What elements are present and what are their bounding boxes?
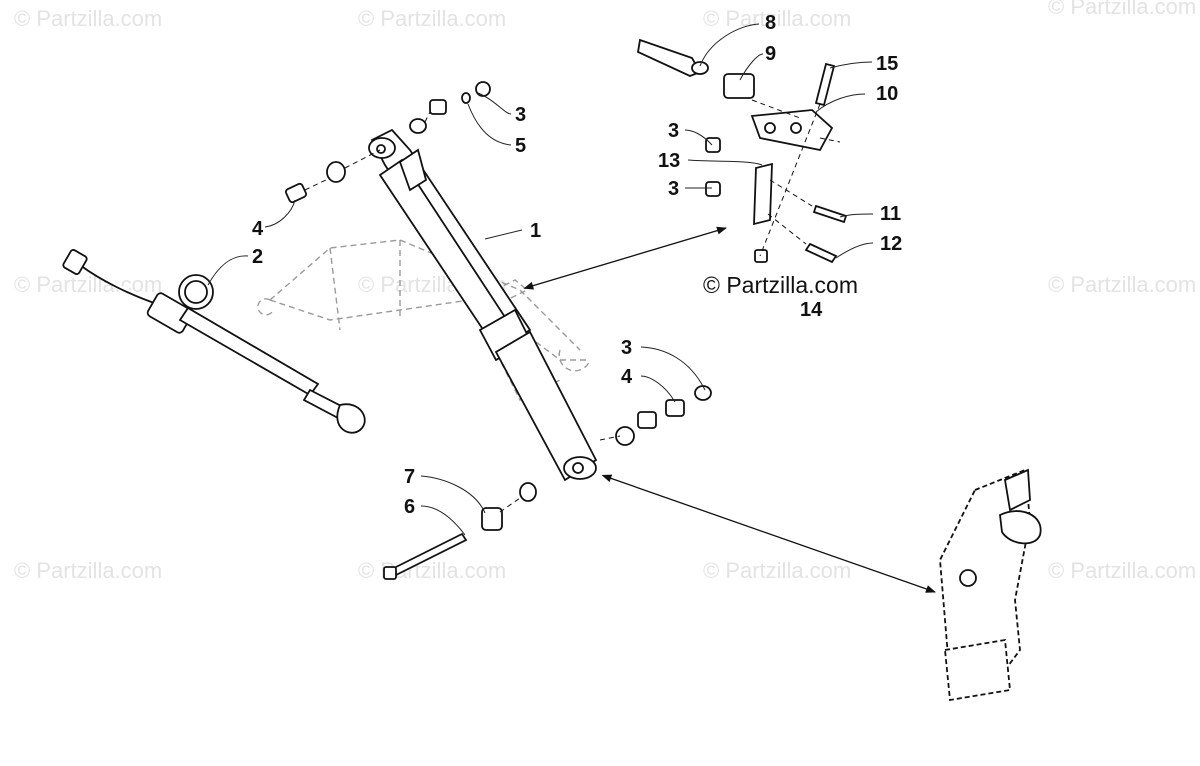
- callout-3: 3: [668, 178, 679, 200]
- watermark: © Partzilla.com: [703, 6, 852, 31]
- callout-8: 8: [765, 12, 776, 34]
- callout-4: 4: [621, 366, 633, 388]
- callout-10: 10: [876, 83, 898, 105]
- watermark: © Partzilla.com: [1048, 558, 1197, 583]
- watermark: © Partzilla.com: [1048, 272, 1197, 297]
- callout-4: 4: [252, 218, 264, 240]
- callout-6: 6: [404, 496, 415, 518]
- callout-5: 5: [515, 135, 526, 157]
- callout-2: 2: [252, 246, 263, 268]
- callout-3: 3: [668, 120, 679, 142]
- callout-14: 14: [800, 299, 823, 321]
- watermark: © Partzilla.com: [358, 6, 507, 31]
- callout-9: 9: [765, 43, 776, 65]
- callout-3: 3: [515, 104, 526, 126]
- lower-mount-hardware: [383, 385, 712, 580]
- watermark: © Partzilla.com: [1048, 0, 1197, 19]
- air-pump: [62, 249, 366, 434]
- sway-linkage: [636, 38, 848, 264]
- upper-mount-hardware: [284, 81, 491, 204]
- callout-13: 13: [658, 150, 680, 172]
- watermark: © Partzilla.com: [14, 558, 163, 583]
- copyright-credit: © Partzilla.com: [703, 272, 858, 298]
- watermark: © Partzilla.com: [14, 6, 163, 31]
- watermark: © Partzilla.com: [14, 272, 163, 297]
- callout-1: 1: [530, 220, 541, 242]
- steering-spindle: [939, 468, 1042, 702]
- callout-12: 12: [880, 233, 902, 255]
- callout-11: 11: [880, 203, 901, 225]
- callout-15: 15: [876, 53, 898, 75]
- callout-3: 3: [621, 337, 632, 359]
- shock-absorber: [368, 128, 598, 482]
- callout-7: 7: [404, 466, 415, 488]
- watermark: © Partzilla.com: [358, 558, 507, 583]
